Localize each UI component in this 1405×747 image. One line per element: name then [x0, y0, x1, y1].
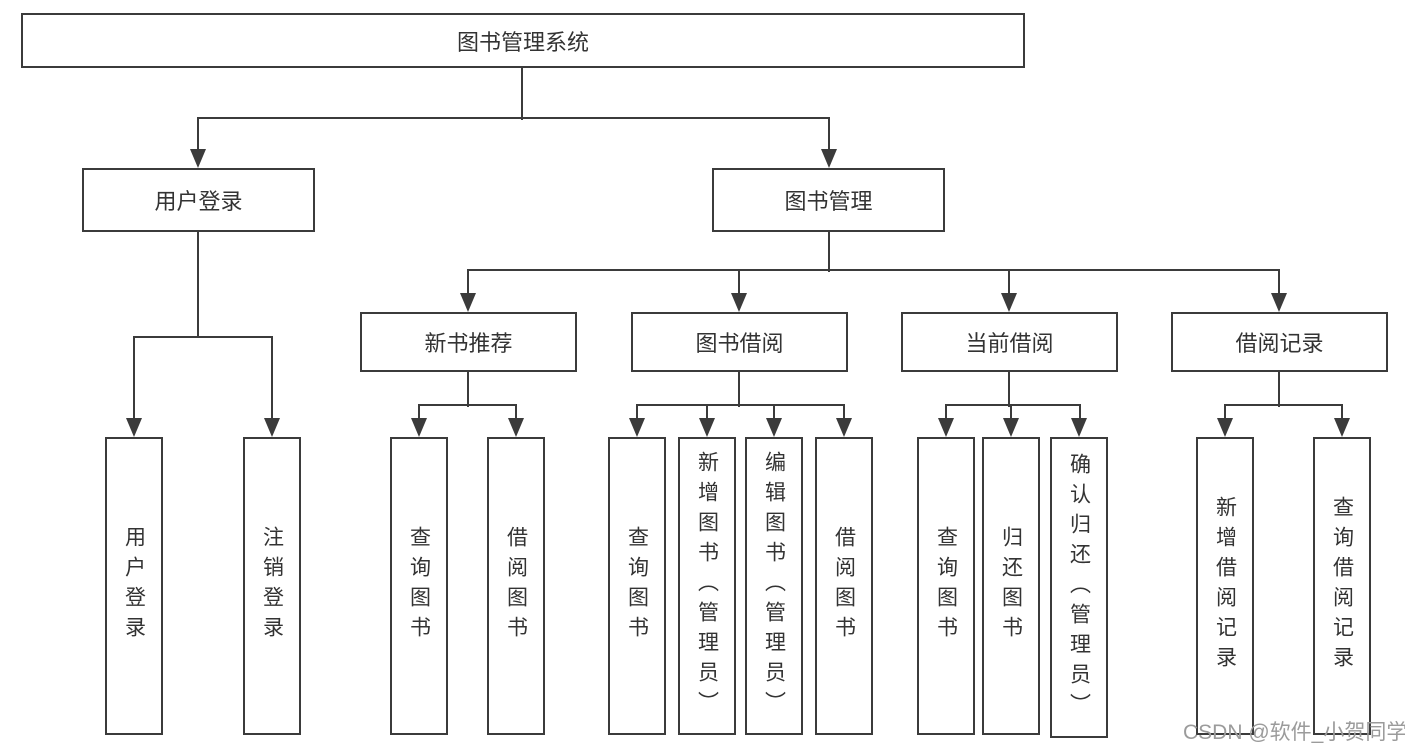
arrowhead-icon	[766, 418, 782, 437]
node-label: 图书管理	[784, 189, 873, 214]
connector-vline	[706, 404, 708, 420]
node-label: 查询借阅记录	[1330, 496, 1354, 676]
node-label: 查询图书	[625, 526, 649, 646]
connector-hline	[945, 404, 1081, 406]
node-borrowing-records: 借阅记录	[1171, 312, 1388, 372]
connector-vline	[1278, 372, 1280, 407]
watermark-text: CSDN @软件_小贺同学	[1183, 721, 1405, 744]
connector-vline	[636, 404, 638, 420]
arrowhead-icon	[938, 418, 954, 437]
connector-vline	[1008, 372, 1010, 407]
leaf-query-books-recommend: 查询图书	[390, 437, 448, 735]
node-current-borrowing: 当前借阅	[901, 312, 1118, 372]
node-label: 新书推荐	[424, 331, 513, 356]
connector-vline	[197, 232, 199, 338]
node-new-book-recommendation: 新书推荐	[360, 312, 577, 372]
leaf-user-login: 用户登录	[105, 437, 163, 735]
leaf-add-books-admin: 新增图书（管理员）	[678, 437, 736, 735]
leaf-borrow-books-borrowing: 借阅图书	[815, 437, 873, 735]
node-book-borrowing: 图书借阅	[631, 312, 848, 372]
node-label: 借阅图书	[504, 526, 528, 646]
node-label: 当前借阅	[965, 331, 1054, 356]
node-label: 借阅记录	[1235, 331, 1324, 356]
connector-vline	[945, 404, 947, 420]
connector-vline	[828, 232, 830, 272]
leaf-query-books-borrowing: 查询图书	[608, 437, 666, 735]
connector-vline	[828, 118, 830, 152]
connector-vline	[1079, 404, 1081, 420]
arrowhead-icon	[836, 418, 852, 437]
arrowhead-icon	[460, 293, 476, 312]
connector-vline	[1224, 404, 1226, 420]
arrowhead-icon	[411, 418, 427, 437]
connector-hline	[467, 269, 1280, 271]
arrowhead-icon	[126, 418, 142, 437]
arrowhead-icon	[1217, 418, 1233, 437]
connector-hline	[197, 117, 830, 119]
leaf-return-books: 归还图书	[982, 437, 1040, 735]
connector-vline	[1278, 270, 1280, 296]
arrowhead-icon	[1334, 418, 1350, 437]
arrowhead-icon	[1003, 418, 1019, 437]
connector-vline	[521, 68, 523, 120]
node-label: 图书管理系统	[456, 29, 589, 55]
node-label: 确认归还（管理员）	[1067, 452, 1091, 723]
arrowhead-icon	[1071, 418, 1087, 437]
connector-vline	[738, 372, 740, 407]
connector-vline	[1010, 404, 1012, 420]
connector-vline	[1008, 270, 1010, 296]
arrowhead-icon	[1271, 293, 1287, 312]
connector-vline	[773, 404, 775, 420]
connector-vline	[738, 270, 740, 296]
arrowhead-icon	[699, 418, 715, 437]
connector-vline	[133, 336, 135, 420]
leaf-confirm-return-admin: 确认归还（管理员）	[1050, 437, 1108, 738]
connector-vline	[418, 404, 420, 420]
connector-hline	[1224, 404, 1343, 406]
connector-vline	[515, 404, 517, 420]
csdn-watermark: CSDN @软件_小贺同学	[1183, 716, 1405, 746]
leaf-logout: 注销登录	[243, 437, 301, 735]
node-label: 借阅图书	[832, 526, 856, 646]
connector-vline	[467, 270, 469, 296]
arrowhead-icon	[264, 418, 280, 437]
node-label: 编辑图书（管理员）	[762, 451, 786, 721]
node-book-management: 图书管理	[712, 168, 945, 232]
leaf-query-borrow-record: 查询借阅记录	[1313, 437, 1371, 735]
connector-vline	[843, 404, 845, 420]
connector-vline	[271, 336, 273, 420]
arrowhead-icon	[190, 149, 206, 168]
connector-hline	[636, 404, 845, 406]
connector-hline	[133, 336, 273, 338]
arrowhead-icon	[629, 418, 645, 437]
leaf-edit-books-admin: 编辑图书（管理员）	[745, 437, 803, 735]
arrowhead-icon	[1001, 293, 1017, 312]
node-book-management-system: 图书管理系统	[21, 13, 1025, 68]
node-user-login: 用户登录	[82, 168, 315, 232]
leaf-borrow-books-recommend: 借阅图书	[487, 437, 545, 735]
leaf-query-books-current: 查询图书	[917, 437, 975, 735]
arrowhead-icon	[508, 418, 524, 437]
node-label: 新增图书（管理员）	[695, 451, 719, 721]
node-label: 新增借阅记录	[1213, 496, 1237, 676]
node-label: 归还图书	[999, 526, 1023, 646]
connector-hline	[418, 404, 517, 406]
connector-vline	[197, 118, 199, 152]
node-label: 查询图书	[934, 526, 958, 646]
node-label: 图书借阅	[695, 331, 784, 356]
arrowhead-icon	[821, 149, 837, 168]
arrowhead-icon	[731, 293, 747, 312]
leaf-add-borrow-record: 新增借阅记录	[1196, 437, 1254, 735]
node-label: 查询图书	[407, 526, 431, 646]
node-label: 注销登录	[260, 526, 284, 646]
node-label: 用户登录	[122, 526, 146, 646]
node-label: 用户登录	[154, 189, 243, 214]
connector-vline	[467, 372, 469, 407]
connector-vline	[1341, 404, 1343, 420]
